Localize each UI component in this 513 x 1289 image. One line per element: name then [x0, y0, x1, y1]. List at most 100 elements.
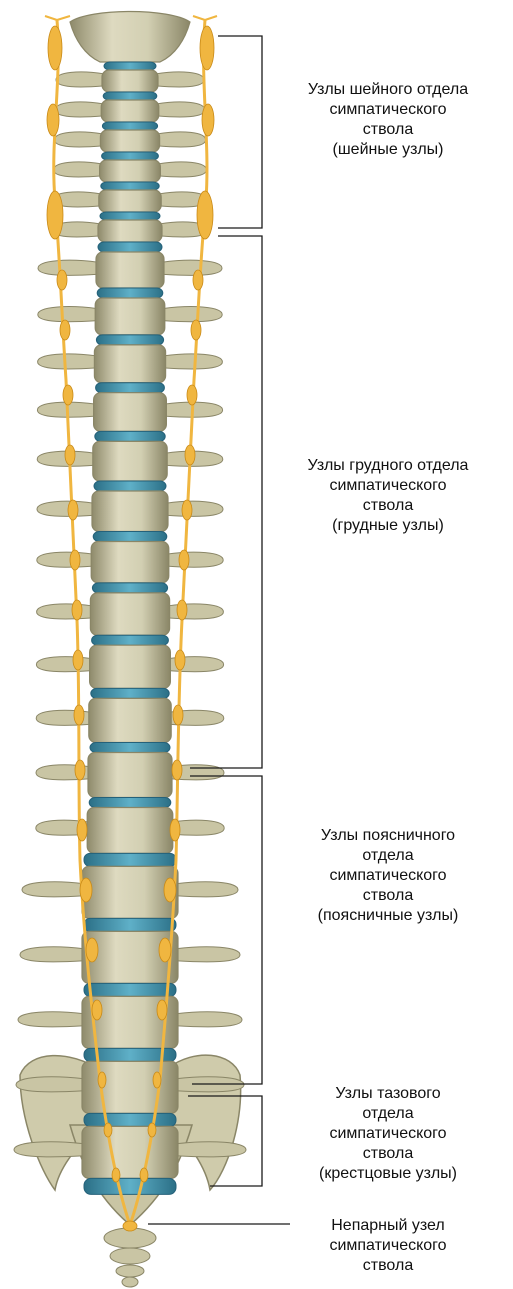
ganglion	[148, 1123, 156, 1137]
ganglion	[173, 705, 183, 725]
ganglion	[164, 878, 176, 902]
ganglion	[140, 1168, 148, 1182]
intervertebral-disc	[84, 853, 176, 866]
intervertebral-disc	[96, 335, 163, 345]
vertebral-body	[90, 593, 169, 635]
intervertebral-disc	[89, 798, 171, 808]
ganglion	[193, 270, 203, 290]
ganglion	[72, 600, 82, 620]
transverse-process-right	[176, 882, 238, 897]
intervertebral-disc	[102, 152, 159, 160]
ganglion	[74, 705, 84, 725]
transverse-process-right	[176, 947, 240, 962]
ganglion	[104, 1123, 112, 1137]
intervertebral-disc	[97, 288, 163, 298]
vertebral-body	[91, 542, 169, 583]
transverse-process-left	[38, 307, 97, 322]
vertebral-body	[88, 753, 172, 798]
transverse-process-left	[22, 882, 84, 897]
ganglion	[159, 938, 171, 962]
transverse-process-right	[158, 132, 206, 147]
transverse-process-left	[55, 102, 103, 117]
ganglion	[185, 445, 195, 465]
ganglion	[77, 819, 87, 841]
ganglion	[153, 1072, 161, 1088]
vertebral-body	[82, 866, 178, 918]
ganglion	[92, 1000, 102, 1020]
intervertebral-disc	[95, 431, 165, 441]
ganglion	[177, 600, 187, 620]
vertebral-body	[101, 100, 159, 122]
ganglion	[65, 445, 75, 465]
ganglion	[191, 320, 201, 340]
ganglion	[63, 385, 73, 405]
ganglion	[48, 26, 62, 70]
ganglion	[70, 550, 80, 570]
intervertebral-disc	[92, 583, 167, 593]
ganglion	[73, 650, 83, 670]
vertebral-body	[93, 441, 167, 481]
transverse-process-right	[168, 604, 224, 619]
transverse-process-left	[18, 1012, 84, 1027]
transverse-process-left	[38, 354, 97, 369]
ganglion	[80, 878, 92, 902]
ganglion	[123, 1221, 137, 1231]
vertebral-body	[92, 491, 168, 532]
ganglion	[157, 1000, 167, 1020]
transverse-process-right	[158, 162, 206, 177]
ganglion	[182, 500, 192, 520]
transverse-process-left	[37, 604, 93, 619]
vertebral-body	[96, 252, 164, 288]
transverse-process-left	[16, 1077, 84, 1092]
vertebral-body	[100, 160, 161, 182]
intervertebral-disc	[103, 92, 157, 100]
intervertebral-disc	[93, 532, 167, 542]
ganglion	[179, 550, 189, 570]
intervertebral-disc	[101, 182, 159, 190]
intervertebral-disc	[94, 481, 166, 491]
bracket-cervical	[218, 36, 262, 228]
vertebral-body	[94, 393, 167, 432]
transverse-process-right	[162, 260, 222, 275]
intervertebral-disc	[92, 635, 169, 645]
intervertebral-disc	[104, 62, 156, 70]
intervertebral-disc	[84, 1178, 176, 1194]
ganglion	[60, 320, 70, 340]
ganglion	[175, 650, 185, 670]
intervertebral-disc	[84, 1113, 176, 1126]
vertebral-body	[98, 220, 162, 242]
transverse-process-right	[164, 354, 223, 369]
atlas-vertebra	[70, 12, 190, 63]
vertebral-body	[89, 698, 171, 742]
intervertebral-disc	[100, 212, 160, 220]
transverse-process-right	[156, 72, 204, 87]
transverse-process-right	[166, 501, 223, 516]
intervertebral-disc	[90, 743, 170, 753]
transverse-process-right	[167, 552, 223, 567]
vertebral-body	[87, 808, 173, 854]
vertebral-body	[99, 190, 161, 212]
transverse-process-left	[37, 552, 93, 567]
transverse-process-left	[20, 947, 84, 962]
ganglion	[200, 26, 214, 70]
transverse-process-left	[38, 260, 98, 275]
ganglion	[172, 760, 182, 780]
transverse-process-left	[37, 501, 94, 516]
transverse-process-right	[176, 1012, 242, 1027]
ganglion	[170, 819, 180, 841]
ganglion	[57, 270, 67, 290]
vertebral-body	[94, 345, 165, 383]
transverse-process-right	[163, 307, 222, 322]
ganglion	[202, 104, 214, 136]
ganglion	[68, 500, 78, 520]
transverse-process-left	[54, 132, 102, 147]
vertebral-body	[102, 70, 158, 92]
ganglion	[75, 760, 85, 780]
vertebral-body	[95, 298, 165, 335]
transverse-process-left	[54, 162, 102, 177]
ganglion	[86, 938, 98, 962]
